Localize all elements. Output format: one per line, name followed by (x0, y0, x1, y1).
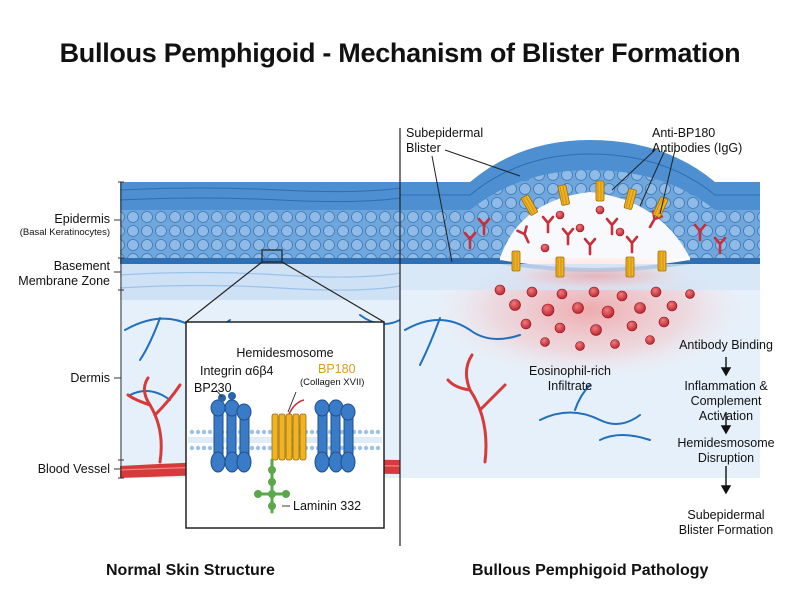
page-title: Bullous Pemphigoid - Mechanism of Bliste… (59, 38, 741, 68)
step-3-line2: Disruption (697, 451, 755, 465)
label-infiltrate-line2: Infiltrate (547, 379, 593, 393)
label-bp180-sub: (Collagen XVII) (300, 377, 365, 388)
step-2-line1: Inflammation & (684, 379, 768, 393)
step-2-line2: Complement (690, 394, 762, 408)
label-bmz-line1: Basement (53, 259, 110, 273)
step-3-line1: Hemidesmosome (677, 436, 775, 450)
step-4: Subepidermal Blister Formation (666, 508, 786, 538)
label-epidermis: Epidermis (54, 212, 110, 226)
label-blood-vessel: Blood Vessel (37, 462, 110, 476)
step-3: Hemidesmosome Disruption (666, 436, 786, 466)
label-blister-line2: Blister (406, 141, 441, 155)
step-2-line3: Activation (698, 409, 754, 423)
step-4-line2: Blister Formation (678, 523, 774, 537)
label-antibody-line1: Anti-BP180 (652, 126, 716, 140)
label-blister-line1: Subepidermal (406, 126, 484, 140)
step-1: Antibody Binding (666, 338, 786, 353)
label-dermis: Dermis (70, 371, 110, 385)
label-bmz-line2: Membrane Zone (18, 274, 110, 288)
step-2: Inflammation & Complement Activation (666, 379, 786, 424)
inset-title: Hemidesmosome (236, 346, 334, 360)
label-bp230: BP230 (194, 381, 232, 395)
label-infiltrate-line1: Eosinophil-rich (529, 364, 611, 378)
label-laminin: Laminin 332 (293, 499, 362, 513)
step-4-line1: Subepidermal (687, 508, 765, 522)
label-antibody-line2: Antibodies (IgG) (652, 141, 743, 155)
label-integrin: Integrin α6β4 (200, 364, 274, 378)
label-bp180: BP180 (318, 362, 356, 376)
step-1-line1: Antibody Binding (679, 338, 773, 352)
label-epidermis-sub: (Basal Keratinocytes) (19, 227, 110, 238)
footer-right: Bullous Pemphigoid Pathology (472, 562, 709, 579)
footer-left: Normal Skin Structure (106, 562, 275, 579)
